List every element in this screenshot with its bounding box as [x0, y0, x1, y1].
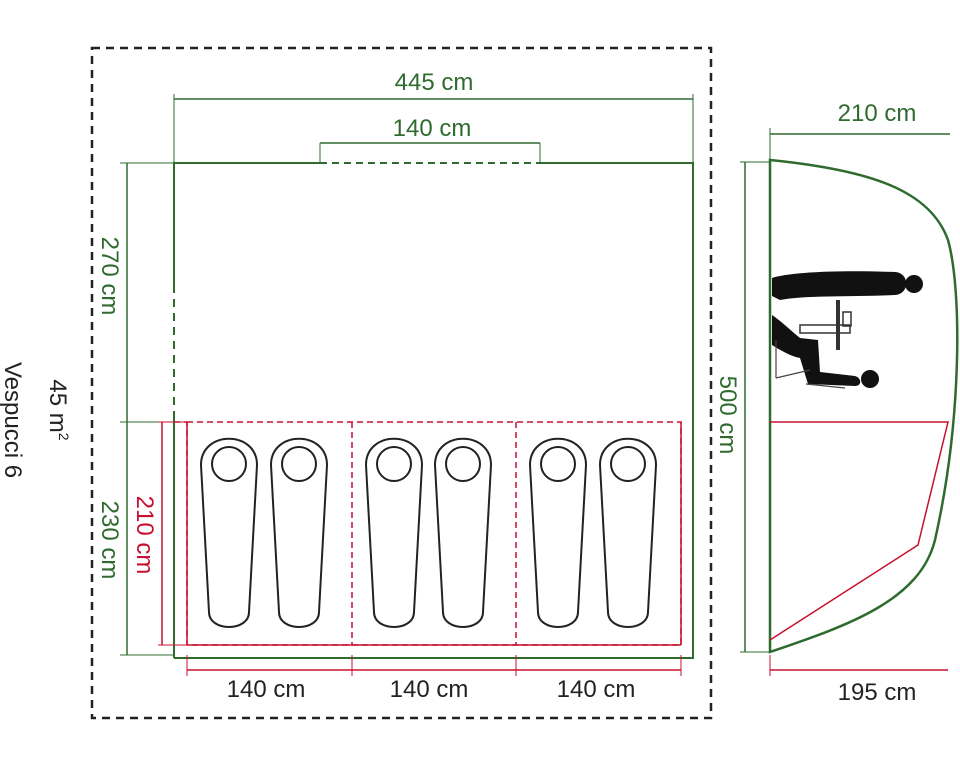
side-bottom-width-label: 195 cm — [838, 679, 917, 706]
side-top-width-label: 210 cm — [838, 100, 917, 127]
side-length-label: 500 cm — [714, 376, 741, 455]
bedroom-depth-label: 210 cm — [131, 496, 158, 575]
depth-rear-label: 230 cm — [96, 501, 123, 580]
sleeping-bag-icon — [269, 437, 329, 628]
product-name: Vespucci 6 — [0, 362, 26, 478]
sleeping-bag-icon — [598, 437, 658, 628]
sleeping-bag-icon — [364, 437, 424, 628]
bedroom-width-label-3: 140 cm — [557, 676, 636, 703]
bedroom-side-profile — [769, 421, 949, 641]
sleeping-bag-icon — [528, 437, 588, 628]
sleeping-bag-icon — [199, 437, 259, 628]
seated-people-icon — [772, 271, 923, 389]
sleeping-bag-icon — [433, 437, 493, 628]
bedroom-width-label-2: 140 cm — [390, 676, 469, 703]
pitch-area-outline — [90, 46, 713, 720]
area-label: 45 m2 — [44, 379, 72, 440]
width-total-label: 445 cm — [395, 69, 474, 96]
tent-side-profile — [768, 158, 959, 654]
bedroom-width-label-1: 140 cm — [227, 676, 306, 703]
door-width-label: 140 cm — [393, 115, 472, 142]
sleeping-bags — [199, 437, 658, 628]
depth-front-label: 270 cm — [96, 237, 123, 316]
